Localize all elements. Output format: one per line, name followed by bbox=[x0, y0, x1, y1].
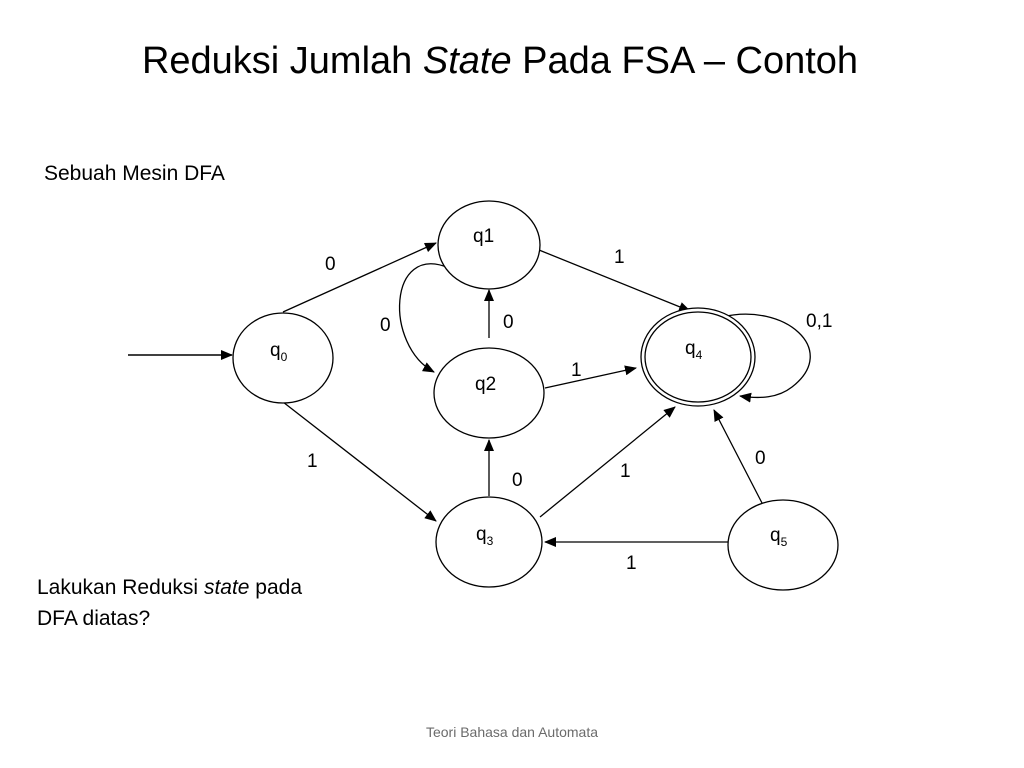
label-q3-q4: 1 bbox=[620, 461, 631, 482]
question-text: Lakukan Reduksi state pada DFA diatas? bbox=[37, 572, 302, 634]
state-label: q2 bbox=[475, 374, 496, 395]
state-q0: q0 bbox=[232, 312, 334, 404]
label-q2-q1: 0 bbox=[503, 312, 514, 333]
question-text-2: pada bbox=[249, 576, 303, 599]
state-label: q1 bbox=[473, 226, 494, 247]
state-q3: q3 bbox=[435, 496, 543, 588]
label-q0-q1: 0 bbox=[325, 254, 336, 275]
state-label: q0 bbox=[270, 340, 288, 364]
transition-q4-q4 bbox=[721, 313, 811, 403]
slide-footer: Teori Bahasa dan Automata bbox=[425, 724, 598, 740]
transition-q1-q4 bbox=[538, 249, 691, 312]
state-label: q5 bbox=[770, 525, 788, 549]
label-q3-q2: 0 bbox=[512, 470, 523, 491]
label-q2-q4: 1 bbox=[571, 360, 582, 381]
final-state-ring bbox=[644, 311, 752, 403]
label-q1-q2: 0 bbox=[380, 315, 391, 336]
transition-q5-q4 bbox=[713, 409, 763, 504]
title-text-2: Pada FSA – Contoh bbox=[511, 40, 859, 82]
state-label: q3 bbox=[476, 524, 494, 548]
label-q5-q3: 1 bbox=[626, 553, 637, 574]
slide-title: Reduksi Jumlah State Pada FSA – Contoh bbox=[0, 40, 1000, 83]
question-text-1: Lakukan Reduksi bbox=[37, 576, 204, 599]
transition-q3-q4 bbox=[539, 406, 676, 518]
state-q2: q2 bbox=[433, 347, 545, 439]
transition-q0-q1 bbox=[282, 242, 437, 313]
title-text-italic: State bbox=[422, 40, 512, 82]
title-text-1: Reduksi Jumlah bbox=[141, 40, 423, 82]
state-label: q4 bbox=[685, 338, 703, 362]
transition-q1-q2 bbox=[398, 263, 450, 373]
state-q4: q4 bbox=[640, 307, 756, 407]
label-q0-q3: 1 bbox=[307, 451, 318, 472]
label-q1-q4: 1 bbox=[614, 247, 625, 268]
state-q1: q1 bbox=[437, 200, 541, 290]
label-q4-q4: 0,1 bbox=[806, 311, 832, 332]
diagram-caption: Sebuah Mesin DFA bbox=[44, 162, 225, 185]
transition-q0-q3 bbox=[282, 401, 437, 522]
label-q5-q4: 0 bbox=[755, 448, 766, 469]
transition-q2-q4 bbox=[544, 365, 637, 389]
question-line-2: DFA diatas? bbox=[37, 607, 151, 630]
question-text-italic: state bbox=[203, 576, 250, 599]
state-q5: q5 bbox=[727, 499, 839, 591]
